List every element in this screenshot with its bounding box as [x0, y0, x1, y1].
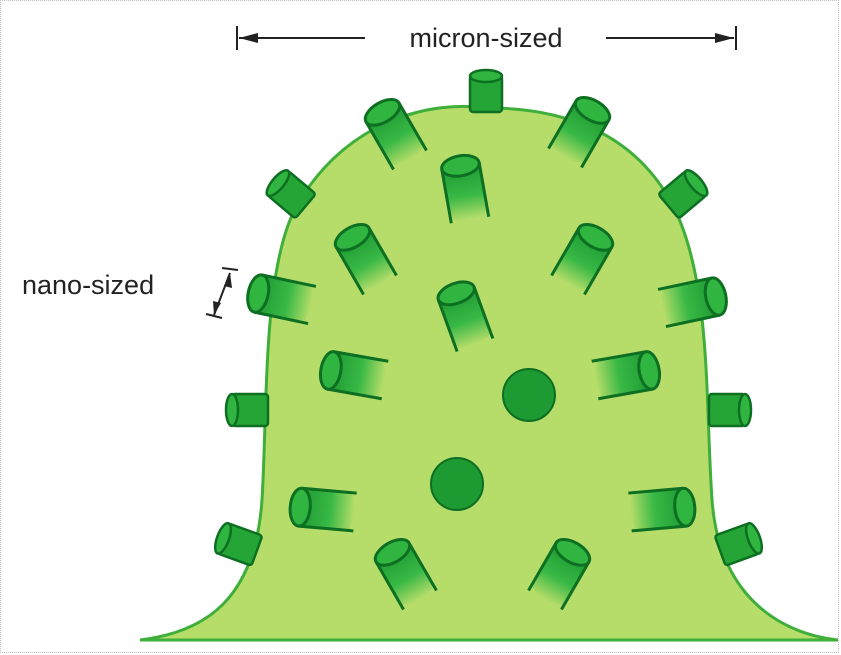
pillar-top-view — [503, 369, 555, 421]
nano-dimension-arrow — [206, 268, 238, 318]
pillar-top-view — [431, 458, 483, 510]
micron-sized-label: micron-sized — [409, 23, 562, 53]
nano-sized-label: nano-sized — [22, 270, 154, 300]
